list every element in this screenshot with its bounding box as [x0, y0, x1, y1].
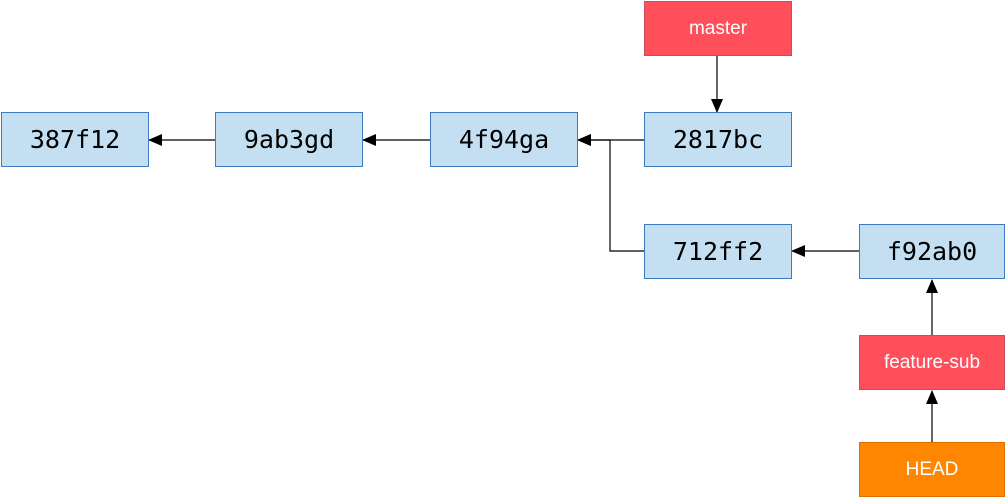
head-pointer-label: HEAD: [859, 442, 1005, 497]
commit-9ab3gd: 9ab3gd: [215, 112, 363, 167]
commit-4f94ga: 4f94ga: [430, 112, 578, 167]
commit-f92ab0: f92ab0: [859, 224, 1005, 279]
commit-2817bc: 2817bc: [644, 112, 792, 167]
branch-master-label: master: [644, 1, 792, 56]
commit-712ff2: 712ff2: [644, 224, 792, 279]
commit-387f12: 387f12: [1, 112, 149, 167]
edge-712ff2-to-4f94ga: [577, 134, 644, 252]
branch-feature-sub-label: feature-sub: [859, 335, 1005, 390]
